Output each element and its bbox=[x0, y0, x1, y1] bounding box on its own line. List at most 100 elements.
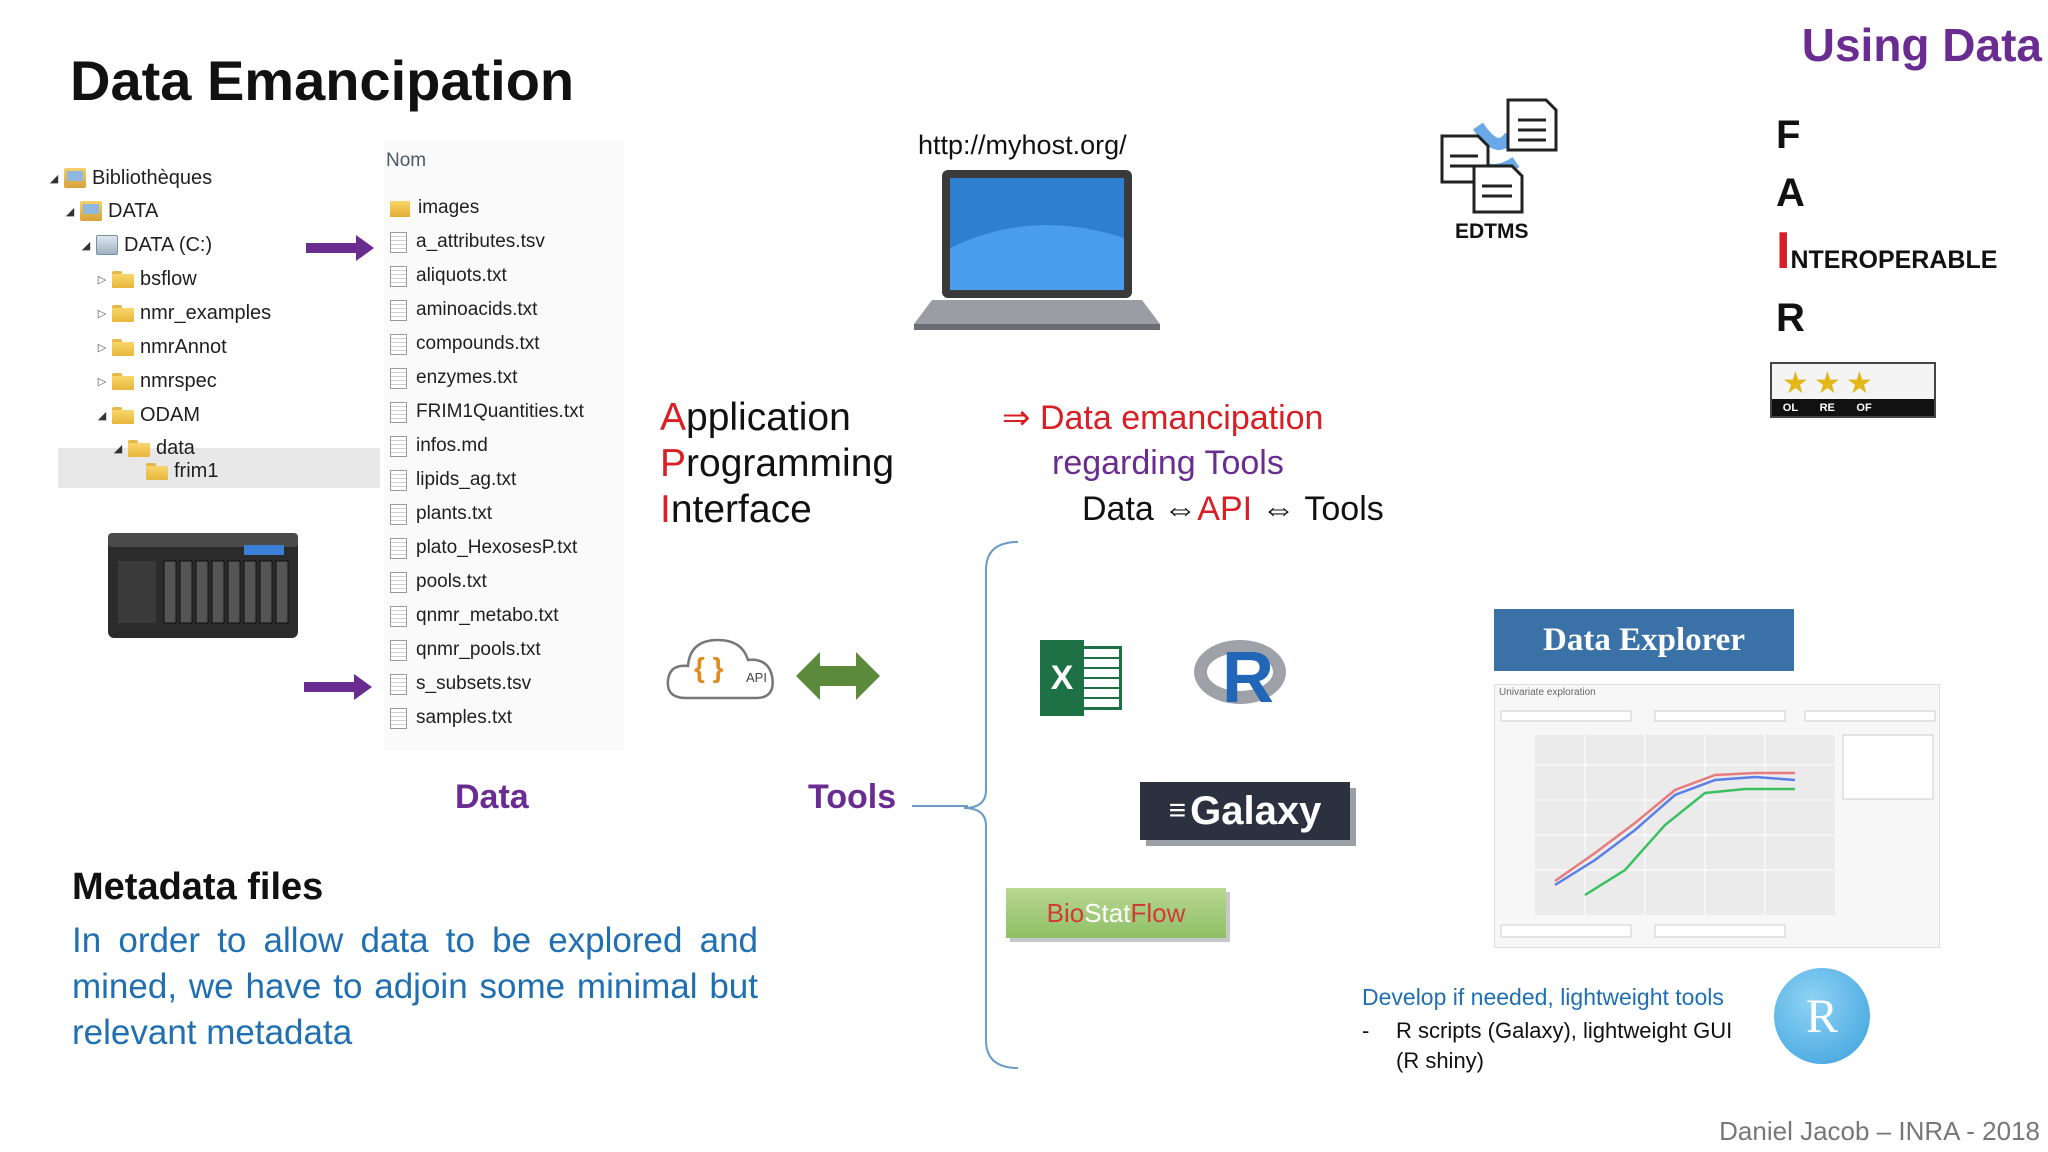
fair-acronym: F A INTEROPERABLE R bbox=[1776, 113, 1998, 340]
document-icon bbox=[390, 673, 407, 695]
document-icon bbox=[390, 299, 407, 321]
star-icon: ★ bbox=[1782, 367, 1809, 400]
expander-open-icon[interactable]: ◢ bbox=[81, 239, 91, 252]
expander-open-icon[interactable]: ◢ bbox=[49, 172, 59, 185]
document-icon bbox=[390, 469, 407, 491]
tree-item[interactable]: ◢ data bbox=[113, 436, 195, 459]
library-icon bbox=[64, 168, 86, 188]
tree-item[interactable]: ▷ bsflow bbox=[97, 267, 197, 290]
data-label: Data bbox=[455, 778, 529, 816]
tree-item[interactable]: ◢ Bibliothèques bbox=[49, 166, 213, 189]
document-icon bbox=[390, 231, 407, 253]
document-icon bbox=[390, 333, 407, 355]
purple-arrow-icon bbox=[304, 674, 372, 700]
tree-selection-highlight bbox=[58, 448, 380, 488]
tree-item[interactable]: ◢ ODAM bbox=[97, 403, 200, 426]
data-emancipation-line: ⇒ Data emancipation bbox=[1002, 399, 1324, 437]
folder-icon bbox=[390, 199, 412, 218]
file-row[interactable]: a_attributes.tsv bbox=[390, 227, 545, 257]
curly-brace bbox=[963, 541, 1019, 1069]
r-language-icon[interactable]: R bbox=[1194, 636, 1294, 718]
document-icon bbox=[390, 707, 407, 729]
data-explorer-screenshot: Univariate exploration bbox=[1494, 684, 1940, 948]
slide-title: Data Emancipation bbox=[70, 49, 575, 112]
file-row[interactable]: qnmr_metabo.txt bbox=[390, 601, 559, 631]
folder-tree: ◢ Bibliothèques ◢ DATA ◢ DATA (C:) ▷ bsf… bbox=[46, 160, 381, 490]
purple-arrow-icon bbox=[306, 235, 374, 261]
regarding-tools-line: regarding Tools bbox=[1052, 444, 1284, 482]
expander-closed-icon[interactable]: ▷ bbox=[97, 375, 107, 388]
api-cloud-icon: { } API bbox=[664, 628, 784, 708]
folder-icon bbox=[112, 304, 134, 322]
metadata-heading: Metadata files bbox=[72, 866, 324, 908]
file-row[interactable]: s_subsets.tsv bbox=[390, 669, 531, 699]
api-definition: Application Programming Interface bbox=[660, 396, 895, 531]
document-icon bbox=[390, 605, 407, 627]
galaxy-logo[interactable]: ≡Galaxy bbox=[1140, 782, 1350, 840]
folder-icon bbox=[112, 372, 134, 390]
file-row[interactable]: aminoacids.txt bbox=[390, 295, 537, 325]
folder-icon bbox=[146, 462, 168, 480]
data-explorer-banner: Data Explorer bbox=[1494, 609, 1794, 671]
file-row[interactable]: lipids_ag.txt bbox=[390, 465, 516, 495]
tree-item[interactable]: ◢ DATA (C:) bbox=[81, 233, 213, 256]
library-icon bbox=[80, 201, 102, 221]
folder-icon bbox=[112, 338, 134, 356]
file-list-panel bbox=[384, 140, 624, 750]
document-icon bbox=[390, 639, 407, 661]
data-api-tools-line: Data ⇔API ⇔ Tools bbox=[1082, 490, 1384, 528]
expander-closed-icon[interactable]: ▷ bbox=[97, 273, 107, 286]
expander-open-icon[interactable]: ◢ bbox=[65, 205, 75, 218]
expander-open-icon[interactable]: ◢ bbox=[113, 442, 123, 455]
file-row[interactable]: qnmr_pools.txt bbox=[390, 635, 541, 665]
edtms-documents-icon bbox=[1440, 98, 1558, 214]
file-row[interactable]: FRIM1Quantities.txt bbox=[390, 397, 584, 427]
laptop-icon bbox=[914, 170, 1160, 330]
tree-item[interactable]: ▷ nmrAnnot bbox=[97, 335, 227, 358]
file-row[interactable]: compounds.txt bbox=[390, 329, 540, 359]
document-icon bbox=[390, 435, 407, 457]
document-icon bbox=[390, 503, 407, 525]
file-row[interactable]: infos.md bbox=[390, 431, 488, 461]
file-row[interactable]: samples.txt bbox=[390, 703, 512, 733]
file-row[interactable]: aliquots.txt bbox=[390, 261, 507, 291]
document-icon bbox=[390, 537, 407, 559]
expander-open-icon[interactable]: ◢ bbox=[97, 409, 107, 422]
open-data-stars-badge: ★ ★ ★ OL RE OF bbox=[1770, 362, 1936, 418]
r-shiny-logo: R bbox=[1774, 968, 1870, 1064]
tree-item-selected[interactable]: frim1 bbox=[146, 456, 218, 486]
develop-heading: Develop if needed, lightweight tools bbox=[1362, 984, 1724, 1010]
star-icon: ★ bbox=[1814, 367, 1841, 400]
file-row[interactable]: enzymes.txt bbox=[390, 363, 517, 393]
nas-storage-icon bbox=[108, 533, 298, 638]
document-icon bbox=[390, 265, 407, 287]
double-arrow-icon bbox=[796, 652, 880, 700]
galaxy-icon: ≡ bbox=[1168, 794, 1187, 827]
tree-item[interactable]: ◢ DATA bbox=[65, 199, 159, 222]
edtms-label: EDTMS bbox=[1455, 220, 1529, 243]
document-icon bbox=[390, 401, 407, 423]
file-list-column-header[interactable]: Nom bbox=[386, 150, 427, 171]
develop-bullet: -R scripts (Galaxy), lightweight GUI (R … bbox=[1362, 1018, 1733, 1073]
folder-icon bbox=[112, 270, 134, 288]
excel-icon[interactable]: X bbox=[1040, 640, 1124, 716]
file-row[interactable]: plato_HexosesP.txt bbox=[390, 533, 577, 563]
folder-icon bbox=[112, 406, 134, 424]
expander-closed-icon[interactable]: ▷ bbox=[97, 307, 107, 320]
file-row[interactable]: plants.txt bbox=[390, 499, 492, 529]
tools-label: Tools bbox=[808, 778, 897, 816]
host-url: http://myhost.org/ bbox=[918, 130, 1127, 160]
tools-connector-line bbox=[912, 805, 968, 807]
file-row[interactable]: images bbox=[390, 193, 479, 223]
slide-footer: Daniel Jacob – INRA - 2018 bbox=[1719, 1116, 2040, 1146]
stars-badge-codes: OL RE OF bbox=[1772, 399, 1934, 416]
document-icon bbox=[390, 367, 407, 389]
document-icon bbox=[390, 571, 407, 593]
tree-item[interactable]: ▷ nmrspec bbox=[97, 369, 217, 392]
tree-item[interactable]: ▷ nmr_examples bbox=[97, 301, 272, 324]
corner-title: Using Data bbox=[1801, 19, 2042, 71]
file-row[interactable]: pools.txt bbox=[390, 567, 487, 597]
metadata-paragraph: In order to allow data to be explored an… bbox=[72, 921, 758, 1052]
expander-closed-icon[interactable]: ▷ bbox=[97, 341, 107, 354]
